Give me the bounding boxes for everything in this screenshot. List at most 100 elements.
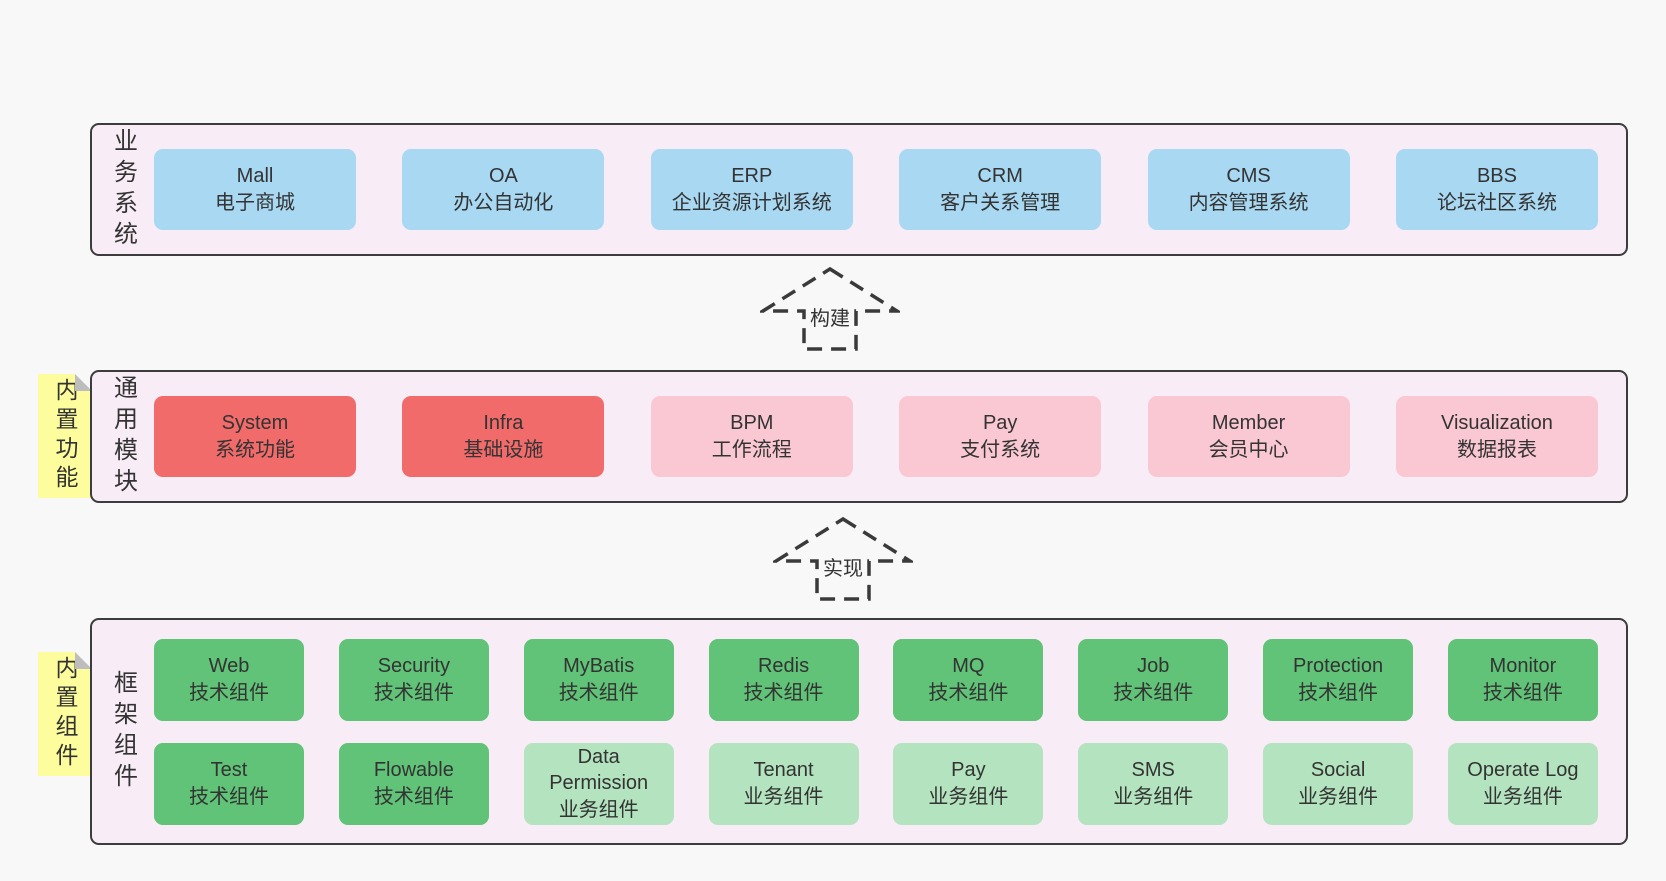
box-subtitle: 技术组件 [1298,681,1379,704]
box-bpm: BPM 工作流程 [650,396,853,477]
box-subtitle: 技术组件 [373,681,454,704]
box-title: ERP [731,165,773,188]
box-title: CRM [977,165,1023,188]
box-pay-system: Pay 支付系统 [899,396,1102,477]
box-title: Data Permission [549,745,649,795]
panel-framework-components: 框架组件 Web 技术组件 Security 技术组件 MyBatis 技术组件… [90,618,1628,845]
box-subtitle: 技术组件 [189,785,269,808]
box-social: Social 业务组件 [1263,742,1414,825]
box-subtitle: 业务组件 [558,798,639,821]
box-title: Infra [483,412,524,435]
framework-row-2: Test 技术组件 Flowable 技术组件 Data Permission … [154,742,1598,825]
tab-built-in-features: 内置功能 [38,374,92,498]
box-visualization: Visualization 数据报表 [1395,396,1598,477]
box-sms: SMS 业务组件 [1078,742,1229,825]
box-subtitle: 业务组件 [928,785,1009,808]
box-title: Flowable [373,759,454,782]
box-title: BPM [730,412,774,435]
box-title: Member [1211,412,1286,435]
box-subtitle: 技术组件 [1113,681,1194,704]
box-data-permission: Data Permission 业务组件 [523,742,674,825]
box-subtitle: 技术组件 [558,681,639,704]
box-pay-component: Pay 业务组件 [893,742,1044,825]
box-crm: CRM 客户关系管理 [899,149,1102,230]
box-subtitle: 办公自动化 [453,191,554,214]
box-subtitle: 数据报表 [1456,438,1537,461]
box-title: Redis [757,655,810,678]
box-subtitle: 业务组件 [743,785,824,808]
box-system: System 系统功能 [154,396,356,477]
box-mq: MQ 技术组件 [893,638,1044,721]
box-title: Web [208,655,250,678]
box-subtitle: 会员中心 [1208,438,1289,461]
box-subtitle: 基础设施 [463,438,544,461]
box-title: Monitor [1489,655,1557,678]
box-security: Security 技术组件 [338,638,489,721]
box-mybatis: MyBatis 技术组件 [523,638,674,721]
box-operate-log: Operate Log 业务组件 [1447,742,1598,825]
up-arrow-icon [760,266,900,351]
box-title: Test [210,759,248,782]
box-title: MQ [952,655,985,678]
box-title: Visualization [1440,412,1553,435]
box-flowable: Flowable 技术组件 [338,742,489,825]
panel-business-systems: 业务系统 Mall 电子商城 OA 办公自动化 ERP 企业资源计划系统 CRM… [90,123,1628,256]
box-subtitle: 企业资源计划系统 [671,191,832,214]
box-subtitle: 技术组件 [928,681,1009,704]
box-title: Job [1137,655,1170,678]
box-subtitle: 论坛社区系统 [1436,191,1557,214]
framework-boxes-grid: Web 技术组件 Security 技术组件 MyBatis 技术组件 Redi… [154,620,1626,843]
box-title: Security [377,655,450,678]
box-subtitle: 系统功能 [215,438,295,461]
box-redis: Redis 技术组件 [708,638,859,721]
box-tenant: Tenant 业务组件 [708,742,859,825]
box-title: CMS [1226,165,1271,188]
box-subtitle: 技术组件 [373,785,454,808]
box-bbs: BBS 论坛社区系统 [1395,149,1598,230]
box-subtitle: 内容管理系统 [1188,191,1309,214]
box-protection: Protection 技术组件 [1263,638,1414,721]
arrow-implement-label: 实现 [819,552,867,581]
box-job: Job 技术组件 [1078,638,1229,721]
arrow-build-label: 构建 [806,302,854,331]
box-subtitle: 支付系统 [960,438,1041,461]
framework-row-1: Web 技术组件 Security 技术组件 MyBatis 技术组件 Redi… [154,638,1598,721]
box-erp: ERP 企业资源计划系统 [650,149,853,230]
box-infra: Infra 基础设施 [402,396,605,477]
tab-built-in-components: 内置组件 [38,652,92,776]
box-test: Test 技术组件 [154,742,304,825]
box-subtitle: 工作流程 [711,438,792,461]
box-title: Social [1310,759,1366,782]
box-title: Pay [982,412,1018,435]
modules-boxes-row: System 系统功能 Infra 基础设施 BPM 工作流程 Pay 支付系统… [154,372,1626,501]
box-title: MyBatis [563,655,635,678]
box-subtitle: 电子商城 [215,191,295,214]
box-subtitle: 技术组件 [743,681,824,704]
box-subtitle: 客户关系管理 [940,191,1061,214]
box-title: System [221,412,289,435]
box-title: Operate Log [1467,759,1579,782]
panel-modules-label: 通用模块 [109,374,137,499]
box-title: SMS [1131,759,1175,782]
box-web: Web 技术组件 [154,638,304,721]
box-title: BBS [1476,165,1517,188]
box-title: OA [488,165,518,188]
arrow-implement: 实现 [773,516,913,602]
box-monitor: Monitor 技术组件 [1447,638,1598,721]
box-member: Member 会员中心 [1147,396,1350,477]
box-cms: CMS 内容管理系统 [1147,149,1350,230]
box-subtitle: 技术组件 [1482,681,1563,704]
panel-business-label: 业务系统 [109,127,137,252]
box-subtitle: 业务组件 [1298,785,1379,808]
box-subtitle: 业务组件 [1113,785,1194,808]
up-arrow-icon [773,516,913,601]
box-oa: OA 办公自动化 [402,149,605,230]
business-boxes-row: Mall 电子商城 OA 办公自动化 ERP 企业资源计划系统 CRM 客户关系… [154,125,1626,254]
box-title: Pay [951,759,986,782]
box-subtitle: 业务组件 [1482,785,1563,808]
box-title: Tenant [753,759,814,782]
box-mall: Mall 电子商城 [154,149,356,230]
box-subtitle: 技术组件 [189,681,269,704]
panel-framework-label: 框架组件 [109,669,137,794]
arrow-build: 构建 [760,266,900,352]
